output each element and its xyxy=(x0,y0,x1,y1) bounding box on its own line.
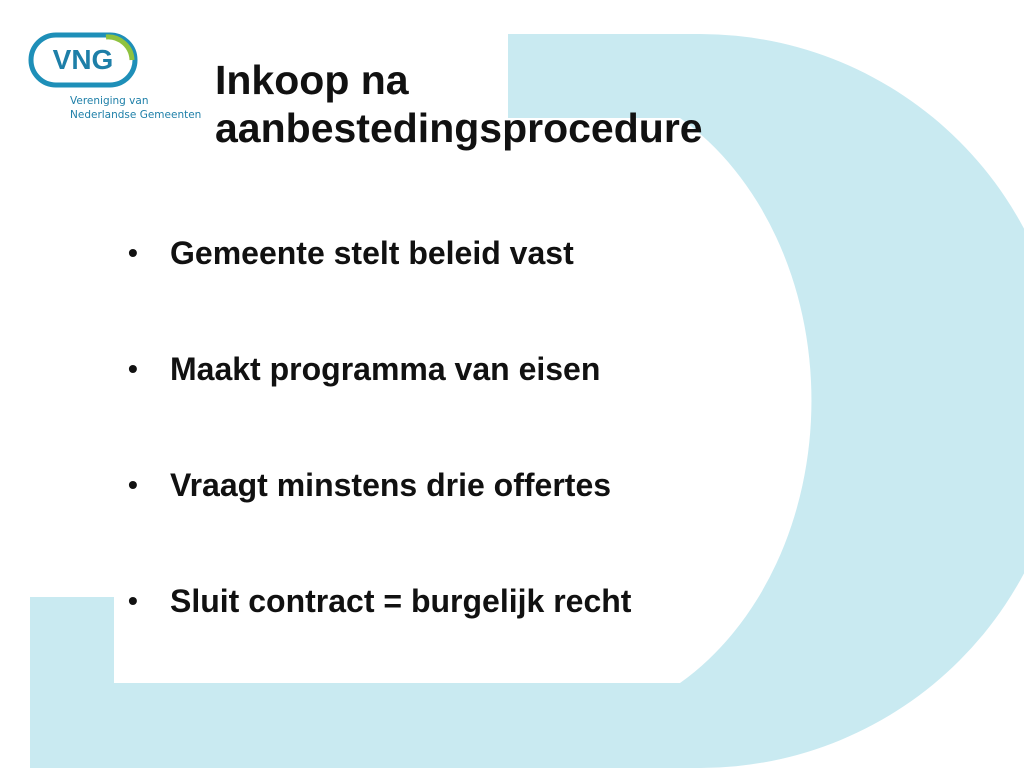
bullet-text: Vraagt minstens drie offertes xyxy=(170,467,612,503)
bullet-icon: • xyxy=(128,469,138,500)
bullet-icon: • xyxy=(128,237,138,268)
bullet-list: • Gemeente stelt beleid vast • Maakt pro… xyxy=(126,230,631,694)
logo-subtitle: Vereniging van Nederlandse Gemeenten xyxy=(70,94,201,122)
vng-logo: VNG Vereniging van Nederlandse Gemeenten xyxy=(28,32,208,122)
slide-title-line1: Inkoop na xyxy=(215,57,409,103)
logo-subtitle-line2: Nederlandse Gemeenten xyxy=(70,109,202,121)
slide-title-line2: aanbestedingsprocedure xyxy=(215,105,703,151)
bullet-item: • Vraagt minstens drie offertes xyxy=(126,462,631,578)
bullet-item: • Gemeente stelt beleid vast xyxy=(126,230,631,346)
d-shape-band xyxy=(30,34,1024,768)
logo-text: VNG xyxy=(53,44,114,75)
bullet-text: Maakt programma van eisen xyxy=(170,351,601,387)
logo-subtitle-line1: Vereniging van xyxy=(70,95,149,107)
slide-title: Inkoop na aanbestedingsprocedure xyxy=(215,56,703,152)
bullet-item: • Sluit contract = burgelijk recht xyxy=(126,578,631,694)
bullet-icon: • xyxy=(128,585,138,616)
bullet-text: Sluit contract = burgelijk recht xyxy=(170,583,632,619)
bullet-text: Gemeente stelt beleid vast xyxy=(170,235,574,271)
vng-logo-mark: VNG xyxy=(28,32,138,88)
bullet-icon: • xyxy=(128,353,138,384)
bullet-item: • Maakt programma van eisen xyxy=(126,346,631,462)
